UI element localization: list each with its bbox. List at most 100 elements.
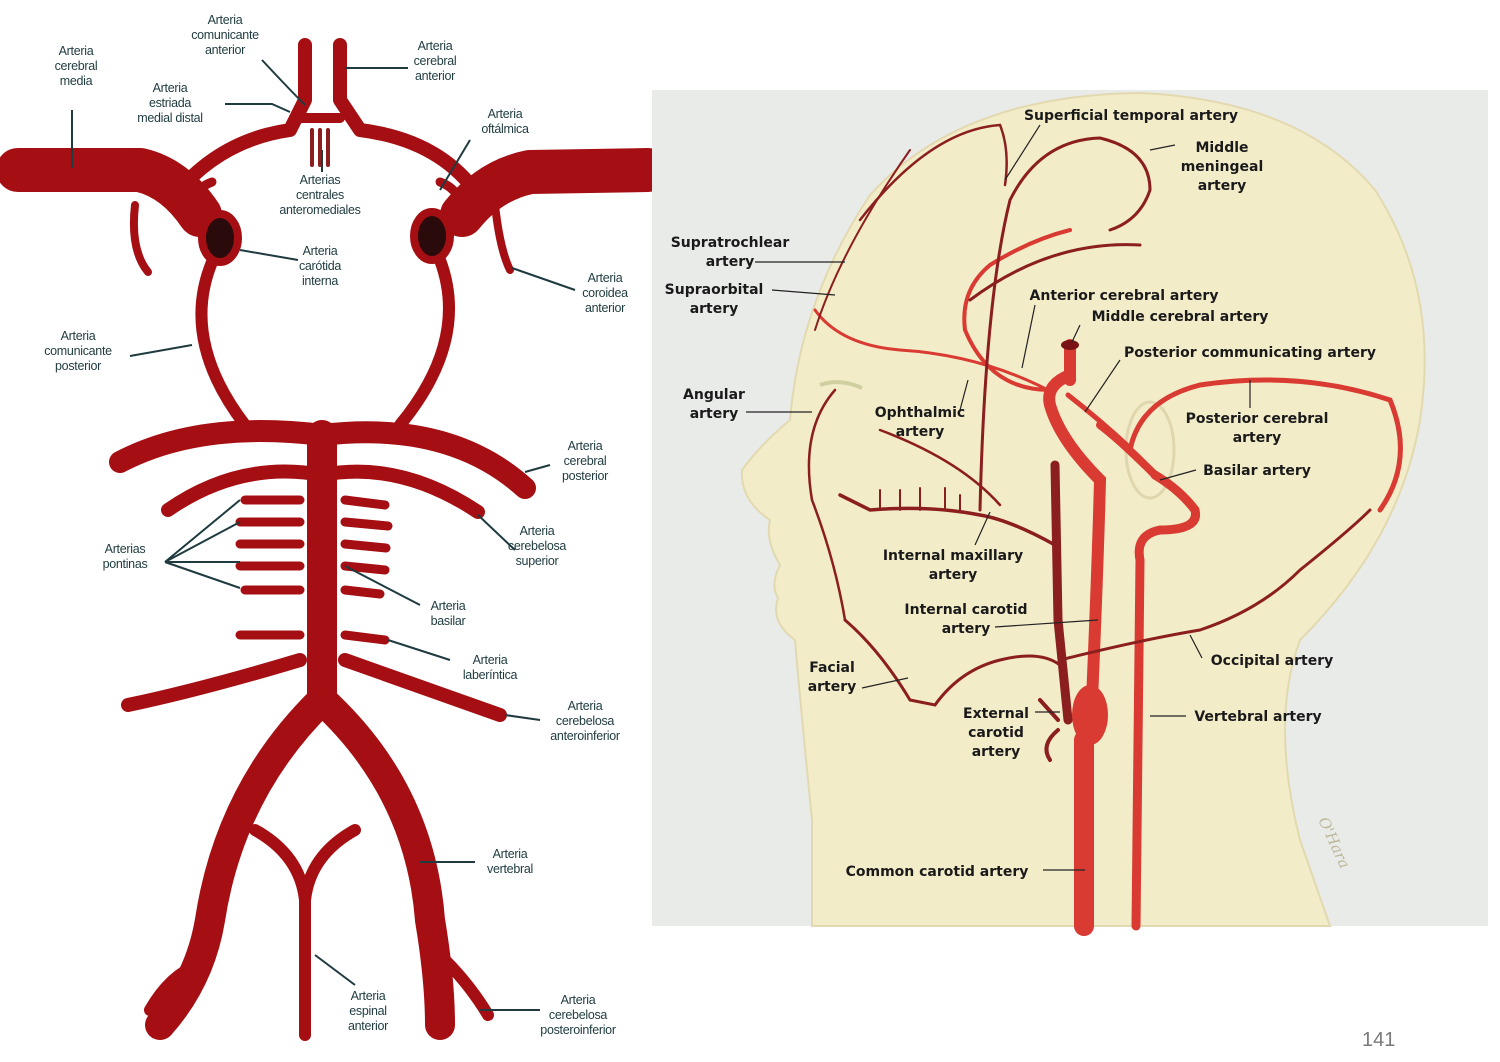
label-arteria-cerebral-media-line-3: media (60, 74, 93, 88)
posterior-cerebral-artery (1127, 377, 1403, 513)
label-external-carotid-artery-line-1: External (963, 706, 1029, 722)
label-arteria-oftalmica-line-1: Arteria (488, 107, 523, 121)
label-arteria-cerebral-anterior-line-1: Arteria (418, 39, 453, 53)
label-external-carotid-artery-line-2: carotid (968, 725, 1024, 741)
label-arterias-centrales-anteromediales-line-2: centrales (296, 188, 344, 202)
anterior-spinal-artery (249, 824, 361, 1041)
internal-carotid-stump-right (410, 208, 454, 264)
label-arteria-espinal-anterior-line-3: anterior (348, 1019, 388, 1033)
label-middle-meningeal-artery-line-2: meningeal (1181, 159, 1264, 175)
label-vertebral-artery-line-1: Vertebral artery (1194, 709, 1321, 725)
label-anterior-cerebral-artery: Anterior cerebral artery (1030, 288, 1219, 304)
label-middle-cerebral-artery-line-1: Middle cerebral artery (1092, 309, 1269, 325)
label-occipital-artery: Occipital artery (1211, 653, 1334, 669)
posterior-communicating-left (195, 256, 251, 431)
label-posterior-communicating-artery: Posterior communicating artery (1124, 345, 1376, 361)
head-leader-lines (746, 124, 1251, 871)
label-arterias-pontinas-line-2: pontinas (103, 557, 148, 571)
label-arteria-cerebelosa-anteroinferior-line-2: cerebelosa (556, 714, 614, 728)
label-arteria-laberintica-line-2: laberíntica (463, 668, 518, 682)
circle-of-willis-vessels (0, 38, 670, 1041)
label-arteria-estriada-medial-distal-line-1: Arteria (153, 81, 188, 95)
internal-maxillary-branches (879, 487, 961, 513)
head-vessels (807, 123, 1403, 936)
label-arteria-cerebelosa-anteroinferior-line-3: anteroinferior (550, 729, 620, 743)
middle-meningeal-branch (968, 243, 1142, 302)
posterior-communicating-artery (1065, 392, 1133, 451)
label-arteria-vertebral-line-2: vertebral (487, 862, 533, 876)
label-arteria-cerebral-anterior-line-3: anterior (415, 69, 455, 83)
label-arteria-cerebral-posterior-line-1: Arteria (568, 439, 603, 453)
label-arteria-cerebral-anterior-line-2: cerebral (414, 54, 457, 68)
occipital-artery (1058, 508, 1372, 662)
label-middle-cerebral-artery: Middle cerebral artery (1092, 309, 1269, 325)
label-arteria-cerebral-media-line-2: cerebral (55, 59, 98, 73)
label-internal-maxillary-artery-line-2: artery (929, 567, 978, 583)
label-angular-artery: Angular artery (683, 387, 745, 422)
eye-hint (819, 380, 863, 390)
circle-of-willis-leader-lines (71, 59, 576, 1011)
central-anteromedial-vessels (310, 128, 330, 167)
carotid-bulb (1072, 685, 1108, 745)
label-posterior-cerebral-artery-line-1: Posterior cerebral (1186, 411, 1329, 427)
label-common-carotid-artery: Common carotid artery (846, 864, 1029, 880)
label-arteria-comunicante-anterior-line-1: Arteria (208, 13, 243, 27)
label-ophthalmic-artery-line-1: Ophthalmic (875, 405, 965, 421)
label-angular-artery-line-2: artery (690, 406, 739, 422)
vertebral-artery (1131, 470, 1201, 931)
label-angular-artery-line-1: Angular (683, 387, 745, 403)
label-arteria-cerebelosa-superior-line-1: Arteria (520, 524, 555, 538)
label-occipital-artery-line-1: Occipital artery (1211, 653, 1334, 669)
label-arteria-cerebral-posterior-line-3: posterior (562, 469, 608, 483)
label-supratrochlear-artery-line-1: Supratrochlear (671, 235, 790, 251)
choroidal-branch-right (491, 201, 514, 274)
label-facial-artery-line-1: Facial (809, 660, 855, 676)
label-anterior-cerebral-artery-line-1: Anterior cerebral artery (1030, 288, 1219, 304)
label-arterias-centrales-anteromediales-line-3: anteromediales (279, 203, 360, 217)
labyrinthine-artery (235, 630, 390, 645)
superficial-temporal-artery (858, 123, 1008, 507)
label-arteria-coroidea-anterior-line-2: coroidea (582, 286, 628, 300)
label-ophthalmic-artery-line-2: artery (896, 424, 945, 440)
label-common-carotid-artery-line-1: Common carotid artery (846, 864, 1029, 880)
label-arteria-comunicante-anterior-line-3: anterior (205, 43, 245, 57)
posterior-communicating-right (394, 254, 455, 431)
label-vertebral-artery: Vertebral artery (1194, 709, 1321, 725)
anterior-cerebral-artery-left (168, 38, 312, 202)
label-arteria-cerebelosa-posteroinferior-line-1: Arteria (561, 993, 596, 1007)
label-arteria-cerebelosa-posteroinferior-line-2: cerebelosa (549, 1008, 607, 1022)
label-internal-maxillary-artery-line-1: Internal maxillary (883, 548, 1023, 564)
label-arteria-cerebelosa-superior-line-2: cerebelosa (508, 539, 566, 553)
label-posterior-communicating-artery-line-1: Posterior communicating artery (1124, 345, 1376, 361)
label-internal-carotid-artery-line-2: artery (942, 621, 991, 637)
external-carotid-artery (1050, 460, 1073, 725)
label-arteria-espinal-anterior-line-2: espinal (349, 1004, 387, 1018)
vertebral-artery-right (307, 685, 455, 1040)
internal-maxillary-artery (838, 493, 1057, 547)
facial-artery (843, 618, 1062, 707)
label-arteria-oftalmica-line-2: oftálmica (481, 122, 529, 136)
label-arteria-cerebelosa-posteroinferior-line-3: posteroinferior (540, 1023, 616, 1037)
label-basilar-artery-line-1: Basilar artery (1203, 463, 1311, 479)
label-arteria-comunicante-posterior-line-2: comunicante (44, 344, 112, 358)
label-arteria-estriada-medial-distal-line-3: medial distal (137, 111, 203, 125)
label-supratrochlear-artery-line-2: artery (706, 254, 755, 270)
